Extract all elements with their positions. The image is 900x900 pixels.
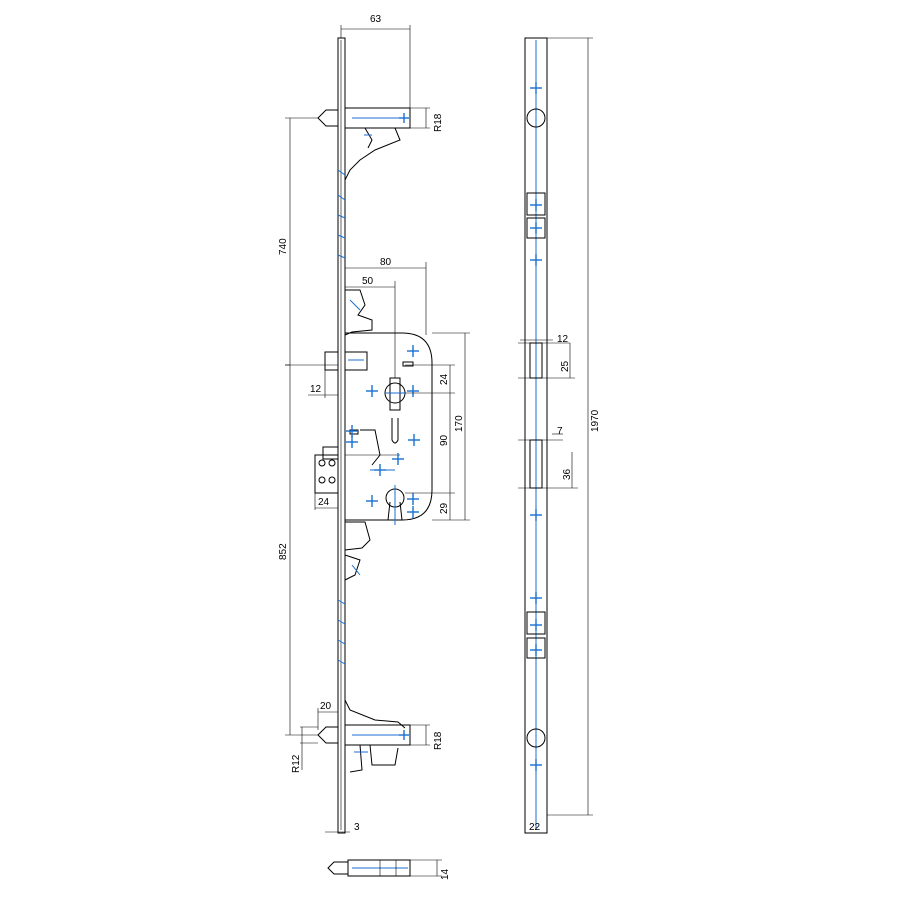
dim-170: 170 — [454, 415, 465, 432]
upper-rod-marks — [337, 169, 346, 259]
dim-r12: R12 — [291, 754, 302, 773]
lower-rod-marks — [337, 599, 346, 665]
dim-12-latch: 12 — [310, 384, 322, 395]
dim-12-strip: 12 — [557, 334, 569, 345]
dim-90: 90 — [439, 434, 450, 446]
dim-852: 852 — [278, 543, 289, 560]
lock-side-view: 63 R18 740 80 — [278, 14, 470, 880]
dim-740: 740 — [278, 238, 289, 255]
dim-r18-lower: R18 — [433, 731, 444, 750]
dim-63: 63 — [370, 14, 382, 25]
dim-29: 29 — [439, 502, 450, 514]
bolt-detail-bottom — [327, 859, 411, 877]
faceplate-screw-markers — [530, 82, 542, 771]
dim-80: 80 — [380, 257, 392, 268]
dim-3: 3 — [354, 822, 360, 833]
dim-24-lower: 24 — [318, 497, 330, 508]
body-screw-markers — [346, 345, 420, 518]
dim-22: 22 — [529, 822, 541, 833]
dim-50: 50 — [362, 276, 374, 287]
dim-14: 14 — [440, 868, 451, 880]
dim-7: 7 — [557, 426, 563, 437]
dim-20: 20 — [320, 701, 332, 712]
dim-1970: 1970 — [590, 409, 601, 432]
lower-bolt — [317, 699, 411, 773]
dim-25: 25 — [560, 360, 571, 372]
dim-24-upper: 24 — [439, 373, 450, 385]
dim-r18-upper: R18 — [433, 113, 444, 132]
faceplate-strip — [524, 37, 548, 834]
dim-36: 36 — [562, 468, 573, 480]
faceplate-front-view: 12 25 7 36 1970 22 — [518, 37, 601, 834]
lock-body — [314, 332, 433, 525]
faceplate — [337, 37, 346, 834]
upper-bolt — [317, 107, 411, 181]
